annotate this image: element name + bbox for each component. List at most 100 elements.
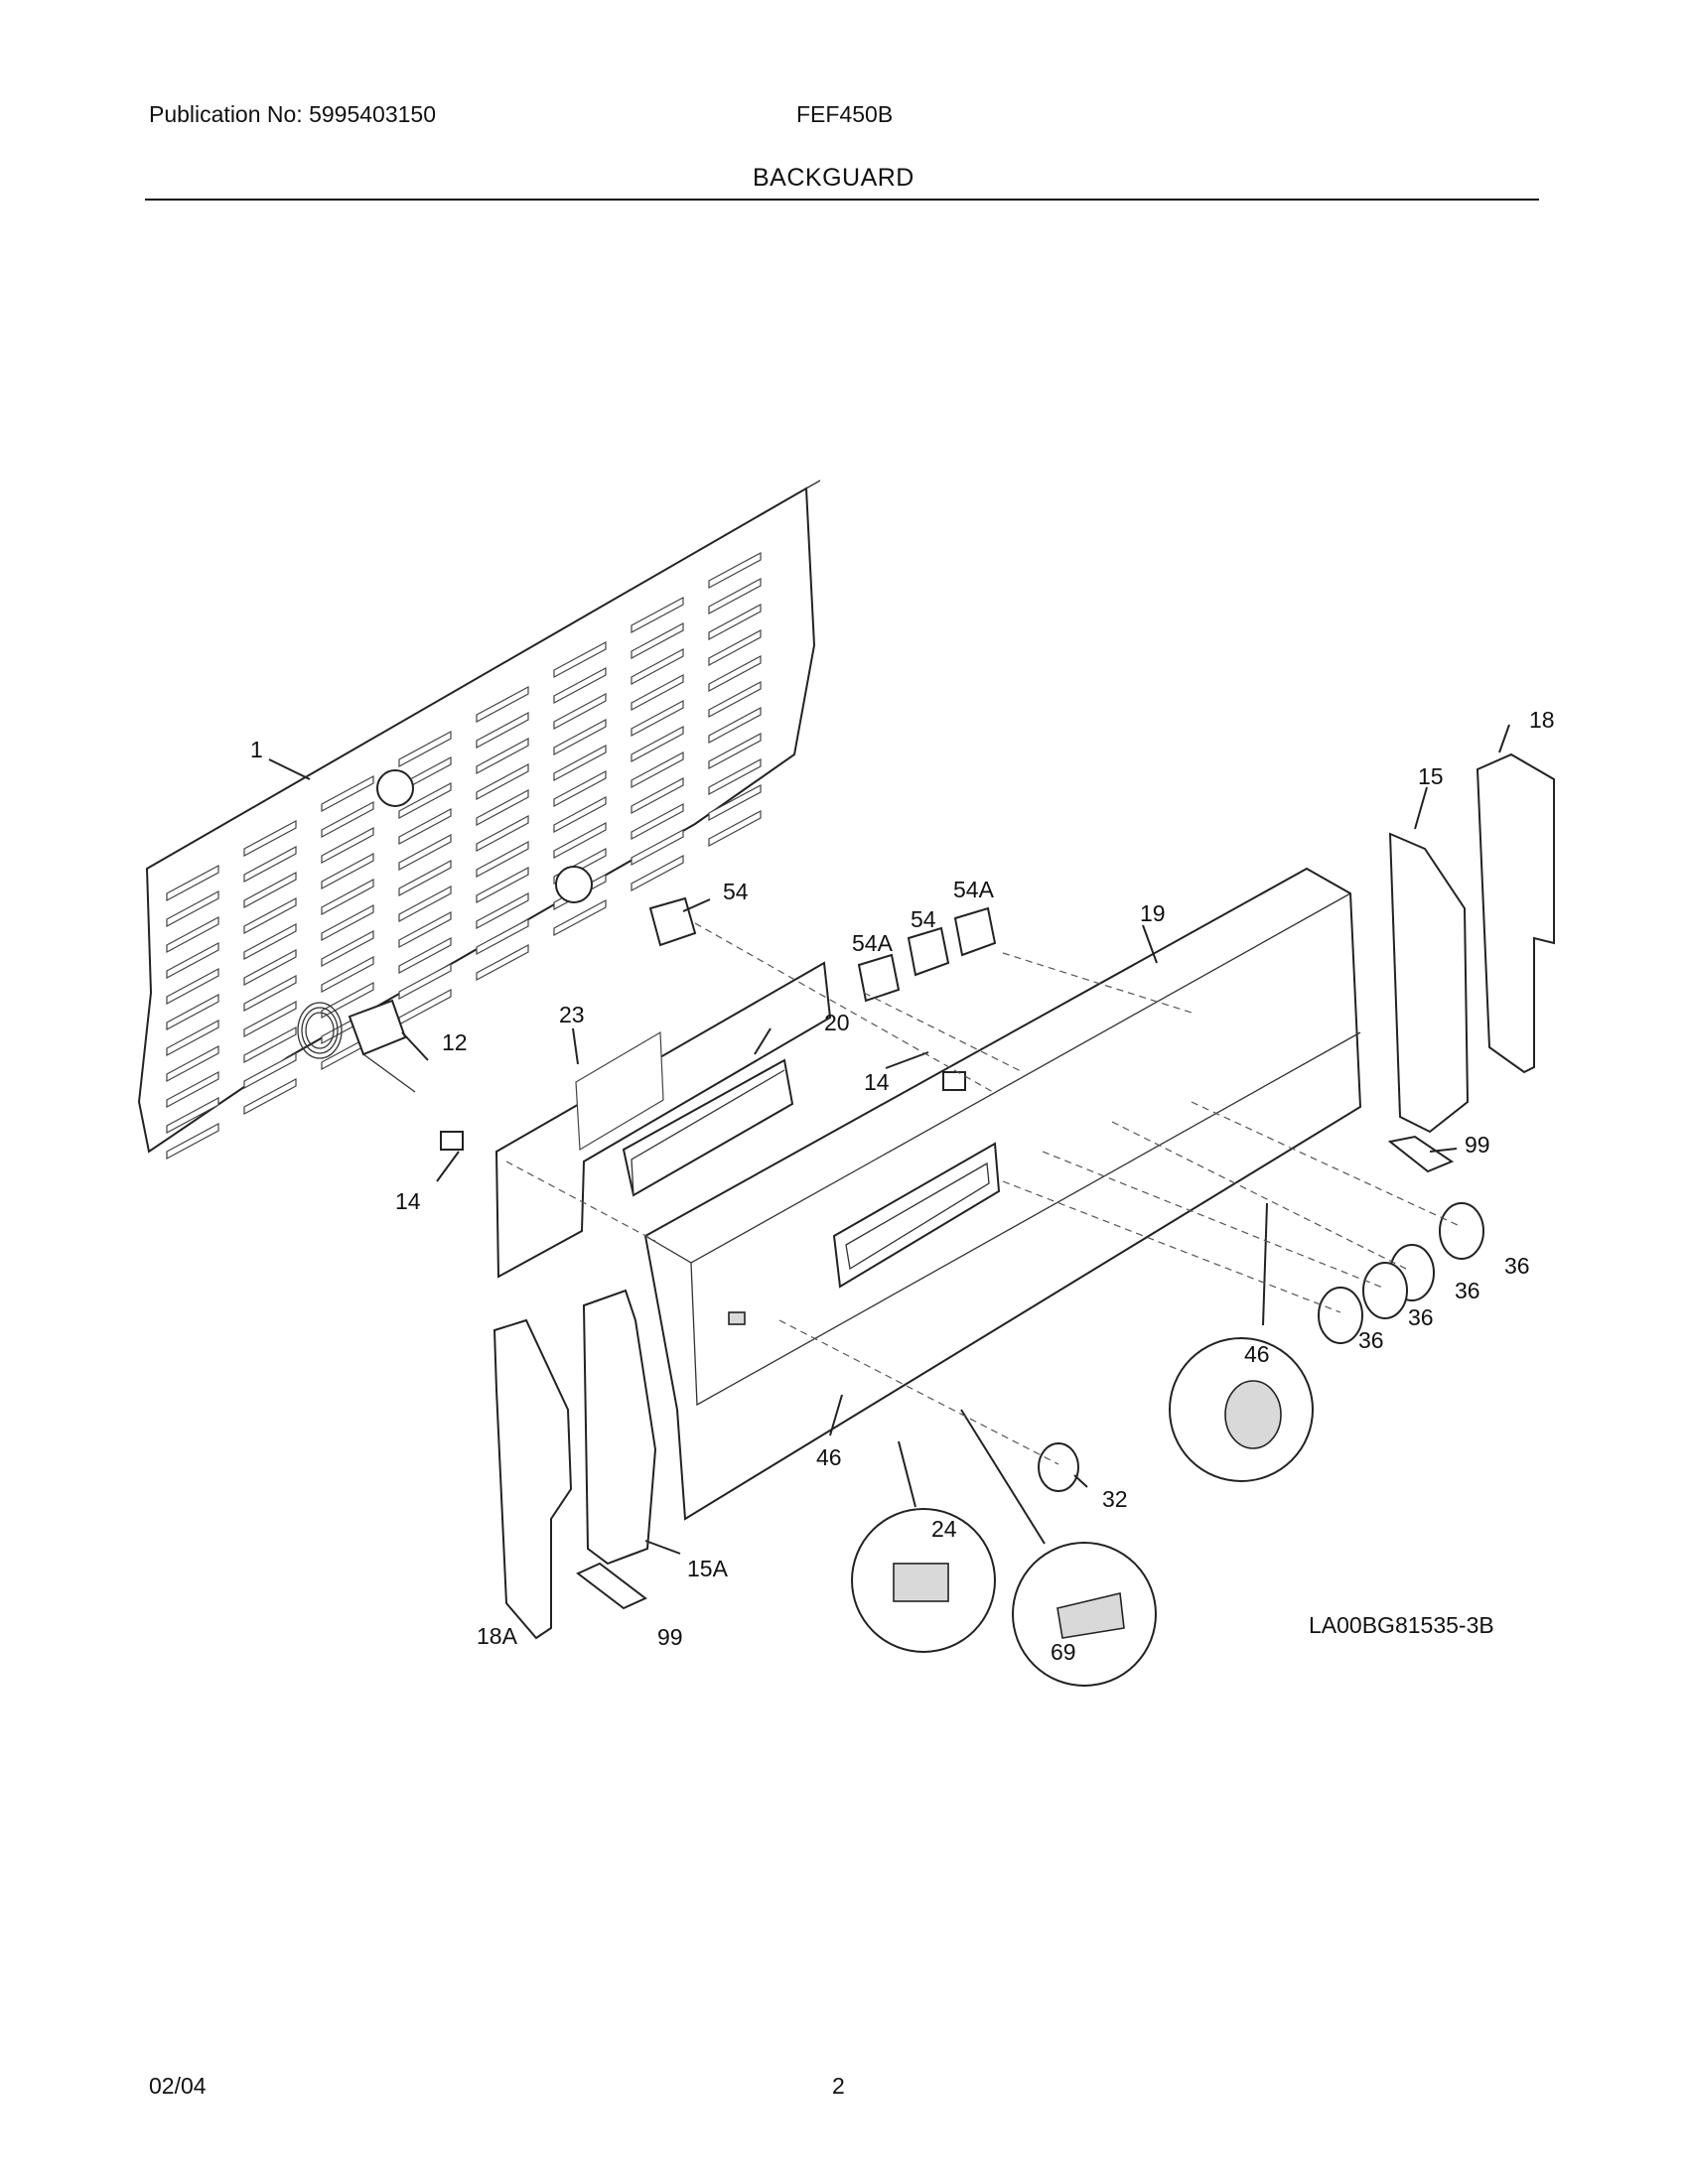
callout-18: 18: [1529, 707, 1555, 733]
louver-slot: [476, 943, 529, 982]
revision-date: 02/04: [149, 2073, 207, 2099]
louver-slot: [476, 917, 529, 956]
louver-slot: [708, 680, 762, 719]
detail-circles: [851, 1337, 1314, 1687]
louver-slot: [476, 891, 529, 930]
callout-20: 20: [824, 1010, 850, 1035]
louver-slot: [553, 769, 607, 808]
infinite-switches: [648, 896, 997, 1003]
callout-54: 54: [723, 879, 749, 904]
indicator-lights: [440, 1071, 966, 1151]
louver-slot: [166, 1070, 219, 1109]
louver-slot: [166, 1019, 219, 1057]
callout-23: 23: [559, 1002, 585, 1027]
louver-slot: [243, 896, 297, 935]
louver-slot: [243, 1025, 297, 1064]
louver-slot: [708, 654, 762, 693]
louver-slot: [398, 781, 452, 820]
callout-14: 14: [395, 1188, 421, 1214]
louver-slot: [631, 854, 684, 892]
louver-slot: [398, 730, 452, 768]
louver-slot: [321, 800, 374, 839]
thermostat: [297, 999, 416, 1093]
louver-slot: [631, 725, 684, 763]
electronic-control-board: [622, 1058, 794, 1197]
louver-slot: [321, 903, 374, 942]
callout-54A: 54A: [852, 930, 894, 956]
louver-slot: [553, 744, 607, 782]
louver-slot: [398, 936, 452, 975]
louver-slot: [243, 1000, 297, 1038]
callout-labels: 1 12 14 14 15 15A 18 18A 19 20 23 24 32 …: [250, 707, 1555, 1665]
callout-69: 69: [1051, 1639, 1076, 1665]
louver-slot: [631, 828, 684, 867]
control-bracket: [494, 961, 832, 1279]
louver-slot: [476, 711, 529, 750]
callout-19: 19: [1140, 900, 1166, 926]
louver-slot: [321, 981, 374, 1020]
callout-14: 14: [864, 1069, 890, 1095]
louver-slot: [631, 647, 684, 686]
section-title: BACKGUARD: [753, 164, 914, 192]
louver-slot: [321, 929, 374, 968]
callout-15A: 15A: [687, 1556, 729, 1581]
surface-knobs: [1038, 1202, 1484, 1492]
louver-slot: [321, 852, 374, 890]
louver-slot: [708, 783, 762, 822]
louver-slot: [553, 692, 607, 731]
callout-32: 32: [1102, 1486, 1128, 1512]
louver-slot: [476, 737, 529, 775]
louver-slot: [708, 809, 762, 848]
model-number: FEF450B: [796, 101, 894, 127]
header-rule: [145, 199, 1539, 201]
louver-slot: [166, 889, 219, 928]
rear-panel: [137, 479, 821, 1160]
louver-slot: [476, 685, 529, 724]
callout-12: 12: [442, 1029, 468, 1055]
louver-slot: [708, 551, 762, 590]
leader-lines: [268, 724, 1510, 1555]
louver-slot: [243, 922, 297, 961]
louver-slot: [708, 603, 762, 641]
louver-slot: [166, 864, 219, 902]
callout-18A: 18A: [477, 1623, 518, 1649]
callout-15: 15: [1418, 763, 1444, 789]
louver-slot: [243, 845, 297, 884]
callout-54: 54: [911, 906, 936, 932]
louver-slot: [243, 1051, 297, 1090]
louver-slot: [553, 666, 607, 705]
louver-slot: [631, 776, 684, 815]
louver-slot: [321, 955, 374, 994]
louver-slot: [631, 699, 684, 738]
louver-slot: [398, 910, 452, 949]
louver-slot: [166, 915, 219, 954]
louver-slot: [166, 1044, 219, 1083]
page-number: 2: [832, 2073, 845, 2099]
louver-slot: [631, 621, 684, 660]
callout-46: 46: [1244, 1341, 1270, 1367]
callout-1: 1: [250, 737, 263, 762]
louver-slot: [553, 718, 607, 756]
louver-slot: [476, 814, 529, 853]
louver-slot: [166, 1096, 219, 1135]
louver-slot: [708, 577, 762, 615]
louver-slot: [243, 819, 297, 858]
end-caps: [492, 752, 1555, 1640]
louver-slot: [476, 866, 529, 904]
publication-number: Publication No: 5995403150: [149, 101, 437, 127]
louver-slot: [243, 1077, 297, 1116]
louver-slot: [398, 859, 452, 897]
callout-54A: 54A: [953, 877, 995, 902]
louver-slot: [553, 821, 607, 860]
louver-slot: [631, 802, 684, 841]
louver-slot: [321, 774, 374, 813]
callout-36: 36: [1455, 1278, 1480, 1303]
callout-46: 46: [816, 1444, 842, 1470]
louver-slot: [166, 941, 219, 980]
louver-slot: [321, 826, 374, 865]
louver-slot: [243, 948, 297, 987]
drawing-code: LA00BG81535-3B: [1309, 1612, 1494, 1638]
louver-slot: [398, 885, 452, 923]
callout-24: 24: [931, 1516, 957, 1542]
louver-slot: [708, 628, 762, 667]
